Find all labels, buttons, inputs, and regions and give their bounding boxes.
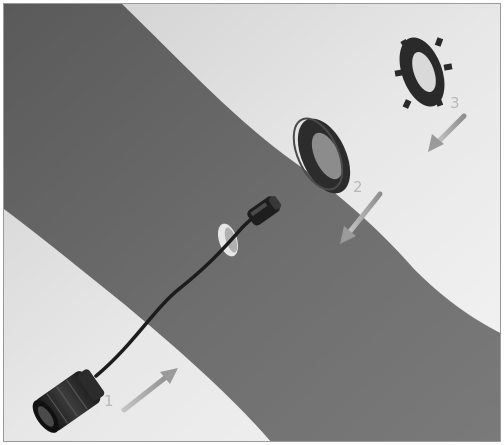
step-label-3: 3 [450, 94, 460, 112]
step-label-1: 1 [104, 392, 114, 410]
installation-diagram: 1 2 3 [3, 3, 501, 442]
step-label-2: 2 [353, 178, 363, 196]
diagram-canvas: 1 2 3 [4, 4, 501, 442]
